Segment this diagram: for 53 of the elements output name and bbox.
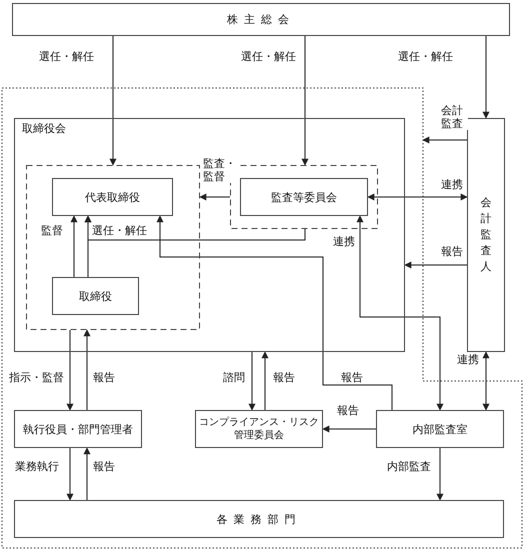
edge-label: 監査・監督 (202, 157, 238, 183)
arrow (66, 330, 74, 411)
arrow (84, 215, 306, 240)
edge-label: 報告 (92, 460, 116, 473)
edge-label: 報告 (92, 371, 116, 384)
edge-label: 内部監査 (386, 460, 432, 473)
org-box: 内部監査室 (376, 410, 504, 448)
arrow (436, 448, 444, 501)
arrow (367, 194, 468, 200)
edge-label: 監督 (40, 224, 64, 237)
edge-label: 選任・解任 (38, 50, 95, 63)
edge-label: 諮問 (222, 371, 246, 384)
arrow (70, 215, 78, 278)
arrow (302, 36, 308, 166)
arrow (404, 262, 468, 268)
org-box: コンプライアンス・リスク管理委員会 (195, 410, 323, 448)
arrow (262, 351, 268, 410)
arrow (482, 36, 490, 119)
org-box: 代表取締役 (52, 178, 173, 216)
arrow (248, 352, 256, 411)
edge-label: 報告 (336, 404, 360, 417)
edge-label: 連携 (440, 178, 464, 191)
org-box: 執行役員・部門管理者 (14, 410, 142, 448)
group-box (14, 118, 405, 352)
edge-label: 選任・解任 (240, 50, 297, 63)
edge-label: 連携 (332, 235, 356, 248)
edge-label: 会計監査 (440, 104, 468, 130)
arrow (356, 215, 444, 411)
boundary-outline (2, 88, 522, 548)
dashed-frame (26, 165, 200, 330)
arrow (110, 36, 116, 166)
arrow (156, 215, 392, 410)
org-box: 取締役 (52, 277, 139, 315)
dashed-frame (230, 165, 378, 229)
arrow (84, 329, 90, 410)
org-box: 株主総会 (12, 3, 510, 36)
group-title: 取締役会 (22, 122, 66, 135)
edge-label: 選任・解任 (91, 224, 148, 237)
arrow (66, 448, 74, 501)
org-box: 会計監査人 (467, 118, 505, 352)
arrow (199, 194, 230, 200)
edge-label: 報告 (440, 245, 464, 258)
edge-label: 業務執行 (14, 460, 60, 473)
arrow (422, 136, 468, 144)
arrow (482, 351, 490, 411)
edge-label: 報告 (272, 371, 296, 384)
arrow (322, 426, 376, 432)
org-box: 各業務部門 (14, 500, 504, 538)
edge-label: 報告 (340, 371, 364, 384)
arrow (84, 447, 90, 500)
edge-label: 指示・監督 (8, 371, 65, 384)
edge-label: 連携 (456, 353, 480, 366)
edge-label: 選任・解任 (397, 50, 454, 63)
